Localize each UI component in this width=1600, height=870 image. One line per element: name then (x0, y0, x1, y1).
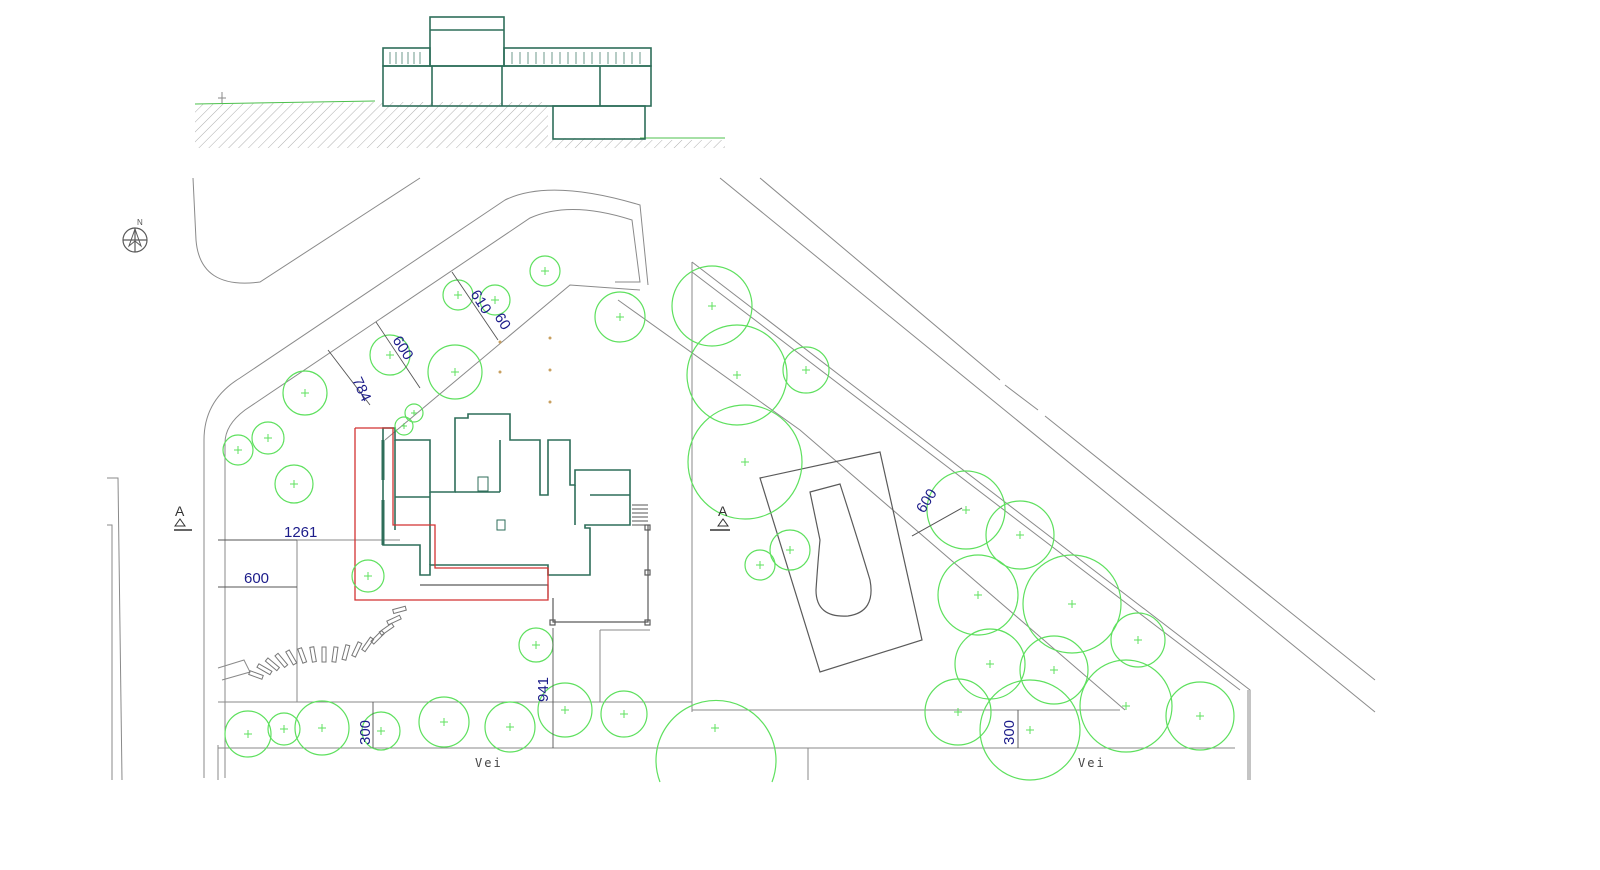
tree (369, 334, 411, 376)
tree (282, 370, 328, 416)
dimension-941: 941 (535, 677, 552, 702)
tree (671, 265, 753, 347)
tree (251, 421, 285, 455)
tree (484, 701, 536, 753)
dimension-600-right: 600 (913, 486, 941, 516)
tree (361, 711, 401, 751)
north-arrow-icon: N (122, 218, 148, 253)
tree (351, 559, 385, 593)
dimension-610: 610 (467, 287, 495, 317)
dimension-60: 60 (491, 310, 514, 333)
tree (404, 403, 424, 423)
dimension-600-top: 600 (389, 333, 417, 363)
terrace-outline (420, 524, 651, 626)
dimension-784: 784 (348, 375, 374, 405)
tree (1019, 635, 1089, 705)
tree (954, 628, 1026, 700)
dimension-300-left: 300 (357, 720, 374, 745)
tree (594, 291, 646, 343)
stairs (632, 504, 648, 526)
tree (985, 500, 1055, 570)
tree (529, 255, 561, 287)
tree (224, 710, 272, 758)
section-marker-right-label: A (718, 503, 728, 519)
tree (600, 690, 648, 738)
tree (394, 416, 414, 436)
tree (686, 324, 788, 426)
road-label-left: Vei (475, 756, 503, 770)
tree (222, 434, 254, 466)
dimension-600-left: 600 (244, 570, 269, 587)
building-plan (381, 413, 631, 576)
tree (926, 470, 1006, 550)
section-marker-left-label: A (175, 503, 185, 519)
section-elevation (194, 16, 725, 148)
tree (442, 279, 474, 311)
elevation-building (382, 16, 652, 140)
streets (107, 177, 1376, 781)
dimension-300-right: 300 (1001, 720, 1018, 745)
driveway-dots (498, 336, 552, 404)
tree (782, 346, 830, 394)
tree (687, 404, 803, 520)
plot-boundary (203, 189, 1251, 780)
tree (518, 627, 554, 663)
tree (427, 344, 483, 400)
tree (1165, 681, 1235, 751)
tree (294, 700, 350, 756)
tree (267, 712, 301, 746)
terrain-hatch (195, 102, 725, 148)
trees (222, 255, 1235, 783)
tree (924, 678, 992, 746)
tree (937, 554, 1019, 636)
tree (744, 549, 776, 581)
curved-steps (248, 605, 407, 680)
tree (1110, 612, 1166, 668)
tree (479, 284, 511, 316)
tree (769, 529, 811, 571)
elevation-railing (389, 52, 641, 64)
section-marker-right: A (710, 503, 730, 531)
tree (655, 699, 777, 783)
tree (1022, 554, 1122, 654)
dimension-1261: 1261 (284, 524, 317, 541)
dimension-lines (218, 271, 1019, 748)
tree (979, 679, 1081, 781)
ground-line (194, 100, 376, 105)
pool (759, 451, 923, 673)
north-label: N (137, 218, 143, 227)
tree (537, 682, 593, 738)
tree (1079, 659, 1173, 753)
tree (418, 696, 470, 748)
tree (274, 464, 314, 504)
road-label-right: Vei (1078, 756, 1106, 770)
boundary-highlight (354, 427, 549, 601)
dimension-labels: 610 60 600 784 1261 600 941 300 600 300 (244, 287, 1018, 745)
section-marker-left: A (174, 503, 192, 531)
